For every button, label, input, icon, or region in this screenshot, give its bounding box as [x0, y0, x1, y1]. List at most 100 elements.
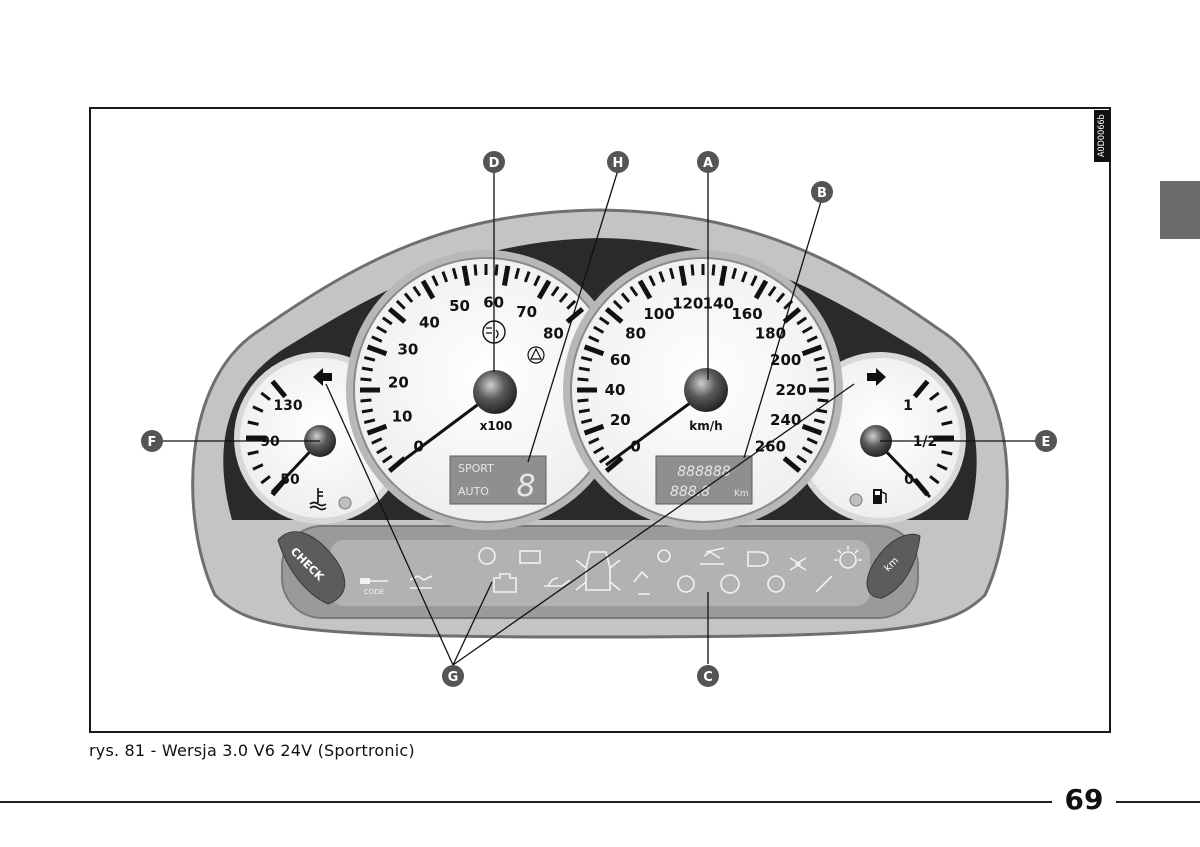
speedo-tick — [577, 377, 589, 382]
trip-reset-button[interactable]: km — [866, 533, 921, 599]
tacho-tick-label: 10 — [392, 407, 413, 425]
svg-text:D: D — [489, 156, 500, 171]
speedo-tick — [817, 377, 829, 382]
speedo-tick-label: 260 — [755, 438, 786, 456]
speedo-tick-label: 40 — [605, 381, 626, 399]
tacho-tick-label: 20 — [388, 373, 409, 391]
tacho-tick-label: 30 — [398, 340, 419, 358]
svg-text:CODE: CODE — [364, 588, 384, 596]
tacho-tick — [441, 271, 449, 283]
temp-tick — [247, 450, 259, 456]
tacho-tick — [451, 267, 458, 280]
svg-text:G: G — [448, 670, 459, 685]
speedo-tick — [690, 264, 695, 276]
tacho-tick — [366, 423, 388, 436]
speedo-tick — [593, 325, 605, 334]
immobilizer-code-icon: CODE — [360, 578, 388, 596]
speedo-needle-hub — [684, 368, 728, 412]
speedo-tick — [678, 265, 688, 287]
tacho-tick — [371, 335, 383, 343]
speedo-tick — [767, 285, 777, 297]
engine-check-icon — [493, 573, 517, 593]
low-beam-icon — [747, 551, 769, 567]
speedo-tick — [740, 271, 748, 283]
glow-plug-icon — [815, 575, 833, 593]
temp-gauge: 50 90 130 — [234, 352, 406, 524]
callout-a: A — [697, 151, 719, 173]
speedo-tick — [806, 437, 818, 445]
gear-display-digit: 8 — [516, 469, 535, 504]
speedo-tick — [588, 335, 600, 343]
speedo-tick — [782, 456, 802, 473]
seatbelt-icon — [633, 570, 650, 595]
speedo-tick — [801, 344, 823, 357]
tacho-tick — [363, 418, 376, 425]
speed-sensor-icon — [478, 547, 496, 565]
temp-tick — [260, 475, 271, 485]
tacho-needle-hub — [473, 370, 517, 414]
speedo-tick — [658, 271, 666, 283]
airbag-icon — [657, 549, 671, 563]
gear-display-auto: AUTO — [458, 485, 489, 498]
temp-tick-label: 90 — [260, 434, 280, 450]
fuel-tick — [929, 475, 940, 485]
fuel-warning-lamp — [849, 493, 863, 507]
tacho-tick-label: 80 — [543, 324, 564, 342]
speedo-tick-label: 20 — [610, 411, 631, 429]
tacho-tick — [550, 285, 560, 297]
fuel-tick — [929, 391, 940, 401]
tacho-tick — [565, 307, 585, 324]
speedo-tick — [580, 355, 593, 362]
svg-text:H: H — [613, 156, 624, 171]
fuel-tick-label: 1/2 — [913, 434, 938, 450]
tacho-tick — [387, 307, 407, 324]
speedo-tick — [648, 275, 656, 287]
tacho-tick-label: 50 — [449, 297, 470, 315]
callout-b: B — [811, 181, 833, 203]
odometer-trip: 888.8 — [670, 484, 710, 500]
tacho-tick — [376, 325, 388, 334]
tacho-tick-label: 40 — [419, 314, 440, 332]
speedo-tick — [801, 423, 823, 436]
tacho-tick — [381, 316, 393, 326]
speedo-tick — [612, 299, 623, 310]
speedo-tick — [753, 279, 769, 300]
speedo-tick — [813, 418, 826, 425]
abs-icon — [677, 575, 695, 593]
temp-warning-lamp — [338, 496, 352, 510]
tacho-needle — [392, 392, 493, 470]
speedo-needle — [605, 390, 706, 467]
door-open-icon — [575, 551, 621, 591]
tacho-tick — [536, 279, 552, 300]
tacho-tick — [381, 454, 393, 464]
speedo-tick-label: 160 — [731, 305, 762, 323]
oil-pressure-icon — [544, 577, 571, 587]
speedo-tick-label: 140 — [703, 294, 734, 312]
tacho-tick — [395, 299, 406, 310]
speedo-tick — [578, 366, 591, 372]
tacho-tick — [363, 355, 376, 362]
speedo-tick — [577, 398, 589, 403]
battery-icon — [519, 550, 541, 564]
speedo-tick-label: 0 — [630, 438, 640, 456]
temp-tick — [252, 463, 264, 471]
rear-fog-icon — [834, 546, 862, 569]
callout-g: G — [442, 665, 464, 687]
footer-rule — [0, 801, 1052, 803]
odometer-display — [655, 455, 753, 505]
turn-left-arrow-icon — [313, 368, 332, 386]
brake-pad-icon — [767, 575, 785, 593]
speedo-tick-label: 220 — [775, 381, 806, 399]
tacho-tick — [494, 264, 499, 276]
fuel-pump-icon — [873, 489, 887, 504]
tacho-tick — [420, 279, 436, 300]
fuel-tick — [941, 420, 953, 426]
speedo-tick — [629, 285, 639, 297]
speedo-tick — [806, 335, 818, 343]
temp-tick-label: 130 — [273, 398, 302, 414]
odometer-unit: Km — [734, 489, 749, 499]
speedo-unit: km/h — [689, 419, 722, 433]
tacho-tick — [501, 265, 511, 287]
speedo-tick — [593, 446, 605, 455]
